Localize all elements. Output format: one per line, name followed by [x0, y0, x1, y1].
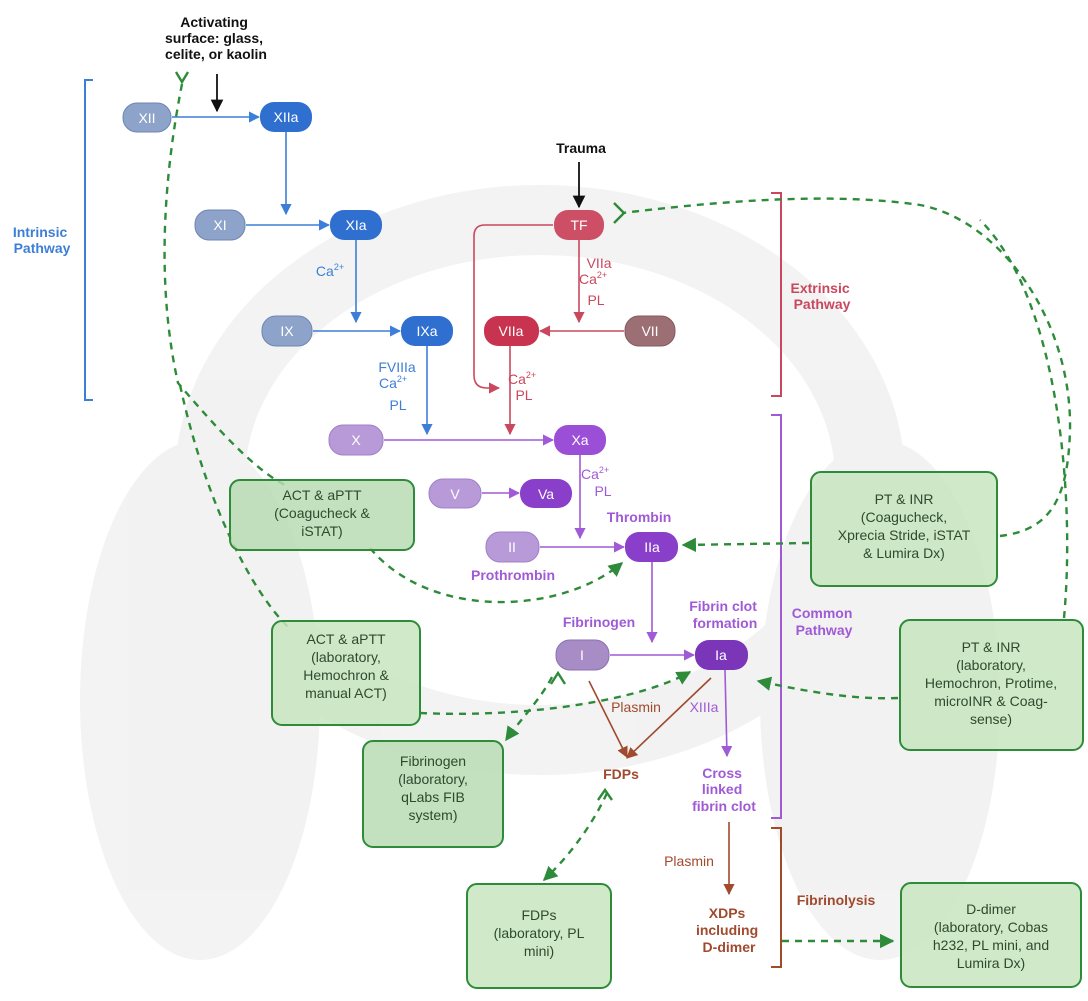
node-viia: VIIa	[484, 316, 539, 346]
node-xia: XIa	[330, 210, 382, 240]
svg-text:Va: Va	[538, 486, 554, 502]
plasmin-2-label: Plasmin	[664, 853, 714, 869]
fibrinogen-label: Fibrinogen	[563, 614, 635, 630]
node-ixa: IXa	[401, 316, 453, 346]
intrinsic-arrows	[172, 111, 433, 436]
node-ia: Ia	[695, 640, 748, 670]
extrinsic-pathway-label: Extrinsic Pathway	[790, 280, 853, 312]
test-boxes: ACT & aPTT(Coagucheck &iSTAT) ACT & aPTT…	[229, 471, 1084, 989]
svg-text:Xa: Xa	[571, 432, 588, 448]
svg-text:XIa: XIa	[345, 217, 366, 233]
node-xa: Xa	[554, 425, 606, 455]
common-arrows	[384, 434, 733, 758]
test-connectors	[163, 83, 1072, 949]
svg-text:IXa: IXa	[416, 323, 437, 339]
test-box-pt-lab: PT & INR(laboratory,Hemochron, Protime,m…	[899, 619, 1084, 751]
svg-text:ACT & aPTT(Coagucheck &iSTAT): ACT & aPTT(Coagucheck &iSTAT)	[274, 487, 370, 539]
viia-ca-pl-label: VIIa Ca2+ PL	[579, 255, 615, 308]
node-va: Va	[520, 479, 572, 508]
test-box-act-poc: ACT & aPTT(Coagucheck &iSTAT)	[229, 479, 415, 551]
svg-text:ACT & aPTT(laboratory,Hemochro: ACT & aPTT(laboratory,Hemochron &manual …	[303, 631, 389, 701]
node-xi: XI	[194, 209, 246, 241]
fviiia-label: FVIIIa Ca2+ PL	[378, 359, 419, 413]
node-xiia: XIIa	[260, 102, 312, 132]
intrinsic-pathway-label: Intrinsic Pathway	[13, 224, 71, 256]
node-xii: XII	[122, 102, 172, 133]
svg-text:X: X	[351, 432, 361, 448]
node-vii: VII	[624, 315, 676, 347]
node-ii: II	[485, 531, 540, 563]
svg-text:Ia: Ia	[715, 647, 727, 663]
node-ix: IX	[261, 315, 313, 347]
factor-nodes: XII XIIa XI XIa IX IXa X Xa V Va II IIa …	[122, 102, 748, 671]
svg-text:II: II	[508, 539, 516, 555]
svg-text:IX: IX	[280, 323, 294, 339]
svg-text:VII: VII	[641, 323, 658, 339]
common-bracket	[771, 414, 782, 819]
plasmin-1-label: Plasmin	[611, 699, 661, 715]
test-box-act-lab: ACT & aPTT(laboratory,Hemochron &manual …	[271, 620, 421, 726]
test-box-pt-poc: PT & INR(Coagucheck,Xprecia Stride, iSTA…	[810, 471, 998, 587]
svg-text:I: I	[580, 647, 584, 663]
svg-text:PT & INR(laboratory,Hemochron,: PT & INR(laboratory,Hemochron, Protime,m…	[925, 639, 1057, 727]
ca-pl-viia-label: Ca2+ PL	[508, 365, 540, 403]
svg-text:PT & INR(Coagucheck,Xprecia St: PT & INR(Coagucheck,Xprecia Stride, iSTA…	[838, 491, 971, 561]
fibrinolysis-label: Fibrinolysis	[797, 892, 876, 908]
fibrinolysis-bracket	[771, 827, 782, 968]
prothrombin-label: Prothrombin	[471, 567, 555, 583]
thrombin-label: Thrombin	[607, 509, 672, 525]
svg-text:XIIa: XIIa	[274, 109, 299, 125]
node-iia: IIa	[625, 532, 678, 562]
svg-text:XI: XI	[213, 217, 226, 233]
trauma-label: Trauma	[556, 140, 606, 156]
svg-text:VIIa: VIIa	[499, 323, 524, 339]
svg-text:TF: TF	[570, 217, 587, 233]
fdps-label: FDPs	[603, 766, 639, 782]
extrinsic-bracket	[771, 192, 782, 397]
extrinsic-arrows	[473, 224, 624, 436]
inhibitor-marks	[174, 71, 626, 801]
node-v: V	[428, 478, 482, 509]
xiiia-label: XIIIa	[690, 699, 719, 715]
ca-xia-label: Ca2+	[316, 262, 344, 279]
node-x: X	[328, 424, 384, 456]
activating-surface-label: Activating surface: glass, celite, or ka…	[165, 14, 267, 62]
svg-text:IIa: IIa	[644, 539, 660, 555]
fibrin-clot-label: Fibrin clot formation	[689, 598, 761, 631]
node-tf: TF	[554, 210, 604, 240]
ca-pl-xa-label: Ca2+ PL	[581, 460, 613, 499]
xdps-label: XDPs including D-dimer	[696, 905, 762, 955]
intrinsic-bracket	[84, 79, 93, 401]
node-i: I	[555, 639, 610, 671]
fibrinolysis-arrows	[588, 677, 735, 896]
common-pathway-label: Common Pathway	[792, 605, 857, 638]
cross-linked-label: Cross linked fibrin clot	[692, 765, 756, 814]
svg-text:XII: XII	[138, 110, 155, 126]
svg-text:V: V	[450, 486, 460, 502]
